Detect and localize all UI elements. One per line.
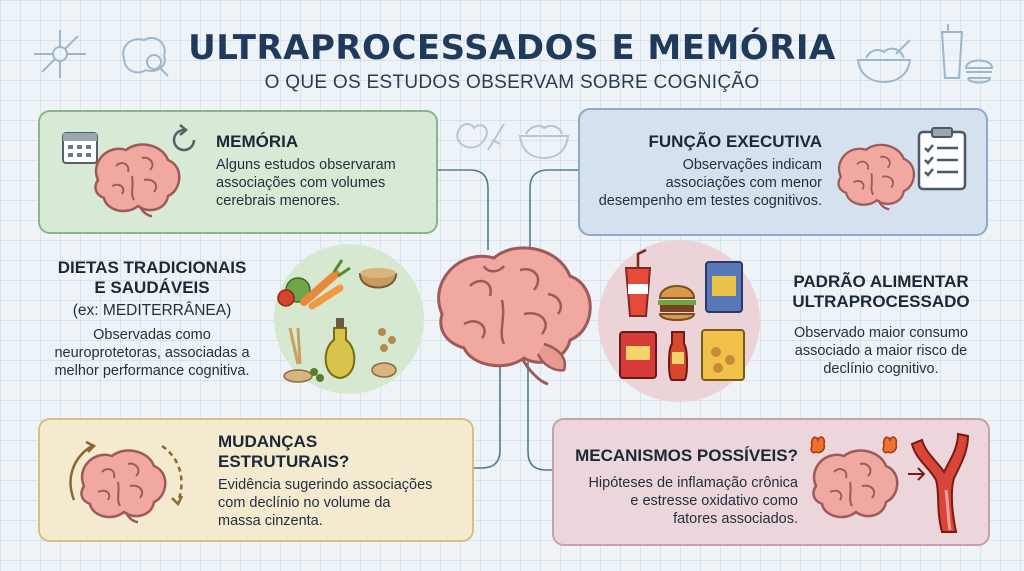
funcao-executiva-card: FUNÇÃO EXECUTIVA Observações indicam ass… [578, 108, 988, 236]
brain-magnifier-icon [122, 37, 169, 77]
refresh-arrow-icon [172, 124, 196, 152]
padrao-heading-line: ULTRAPROCESSADO [792, 292, 970, 311]
mecanismos-heading: MECANISMOS POSSÍVEIS? [575, 446, 798, 465]
dietas-heading-line: E SAUDÁVEIS [94, 278, 210, 297]
mudancas-line: massa cinzenta. [218, 513, 323, 529]
dietas-example: (ex: MEDITERRÂNEA) [72, 302, 232, 319]
funcao-heading: FUNÇÃO EXECUTIVA [648, 132, 822, 151]
mudancas-heading: MUDANÇAS ESTRUTURAIS? [218, 432, 349, 472]
dietas-line: neuroprotetoras, associadas a [54, 345, 250, 361]
funcao-line: associações com menor [665, 175, 822, 191]
brain-icon [837, 143, 916, 211]
memoria-line: cerebrais menores. [216, 193, 341, 209]
mecanismos-line: fatores associados. [673, 511, 798, 527]
dietas-heading: DIETAS TRADICIONAIS E SAUDÁVEIS [38, 258, 266, 298]
padrao-line: Observado maior consumo [793, 325, 969, 341]
mudancas-heading-line: MUDANÇAS [218, 432, 318, 451]
vegetables-icon [456, 122, 505, 151]
memoria-line: associações com volumes [216, 175, 386, 191]
processed-food-illustration [619, 248, 745, 381]
mecanismos-line: e estresse oxidativo como [630, 493, 798, 509]
brain-icon [94, 143, 181, 218]
memoria-card: MEMÓRIA Alguns estudos observaram associ… [38, 110, 438, 234]
padrao-line: associado a maior risco de [794, 343, 968, 359]
mudancas-text: Evidência sugerindo associações com decl… [218, 476, 464, 530]
page-title: ULTRAPROCESSADOS E MEMÓRIA [188, 28, 836, 68]
rice-bowl-icon [518, 125, 570, 160]
padrao-text: Observado maior consumo associado a maio… [766, 324, 996, 378]
memoria-line: Alguns estudos observaram [216, 157, 396, 173]
funcao-text: Observações indicam associações com meno… [580, 156, 822, 210]
page-subtitle: O QUE OS ESTUDOS OBSERVAM SOBRE COGNIÇÃO [264, 72, 760, 93]
dietas-heading-line: DIETAS TRADICIONAIS [57, 258, 247, 277]
padrao-heading: PADRÃO ALIMENTAR ULTRAPROCESSADO [766, 272, 996, 312]
dietas-line: Observadas como [93, 327, 211, 343]
memoria-heading: MEMÓRIA [216, 132, 299, 151]
mudancas-estruturais-card: MUDANÇAS ESTRUTURAIS? Evidência sugerind… [38, 418, 474, 542]
inflamed-brain-icon [810, 436, 899, 519]
funcao-line: Observações indicam [682, 157, 822, 173]
dietas-line: melhor performance cognitiva. [54, 363, 250, 379]
drink-burger-icon [940, 24, 994, 84]
padrao-heading-line: PADRÃO ALIMENTAR [793, 272, 969, 291]
bowl-icon [856, 39, 912, 84]
clipboard-checklist-icon [917, 127, 967, 191]
mudancas-line: com declínio no volume da [218, 495, 391, 511]
mecanismos-text: Hipóteses de inflamação crônica e estres… [554, 474, 798, 528]
padrao-line: declínio cognitivo. [823, 361, 939, 377]
mudancas-heading-line: ESTRUTURAIS? [218, 452, 350, 471]
central-brain-icon [437, 246, 592, 386]
brain-cycle-icon [69, 440, 184, 524]
blood-vessel-icon [908, 432, 970, 533]
funcao-line: desempenho em testes cognitivos. [598, 193, 822, 209]
mudancas-line: Evidência sugerindo associações [218, 477, 433, 493]
dietas-text: Observadas como neuroprotetoras, associa… [38, 326, 266, 380]
memoria-text: Alguns estudos observaram associações co… [216, 156, 426, 210]
healthy-food-illustration [277, 259, 398, 383]
calendar-icon [62, 132, 98, 164]
mecanismos-line: Hipóteses de inflamação crônica [588, 475, 798, 491]
mecanismos-card: MECANISMOS POSSÍVEIS? Hipóteses de infla… [552, 418, 990, 546]
neuron-icon [34, 30, 86, 78]
